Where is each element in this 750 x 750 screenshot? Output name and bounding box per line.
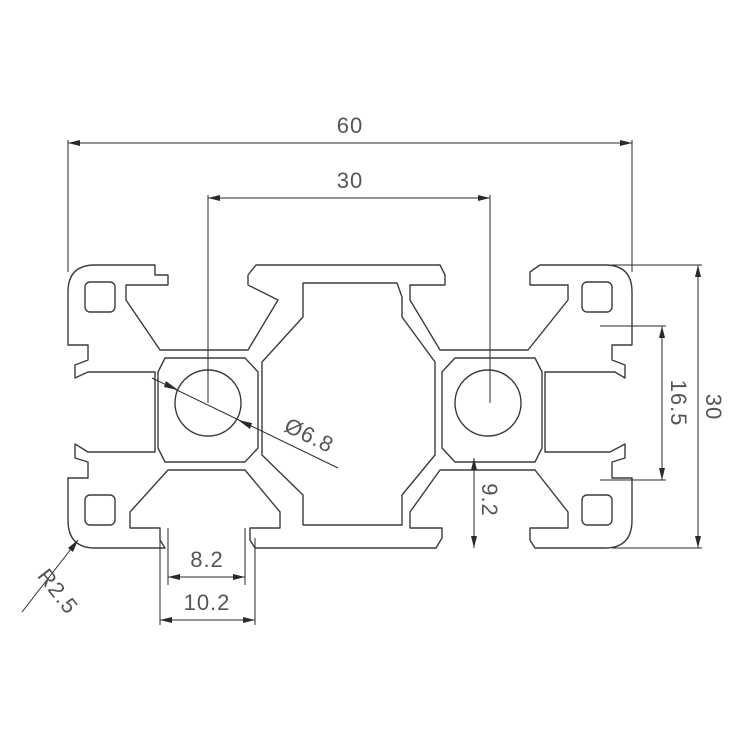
dimension-overall-width: 60 <box>67 113 633 272</box>
slot-inner-width-label: 8.2 <box>190 547 224 572</box>
corner-pocket-top-right <box>581 281 613 313</box>
dimension-center-offset: 9.2 <box>471 458 502 548</box>
slot-outer-width-label: 10.2 <box>184 590 231 615</box>
dimension-overall-height: 30 <box>612 264 726 549</box>
right-core <box>441 357 543 463</box>
corner-pocket-top-left <box>84 281 116 313</box>
inner-span-label: 16.5 <box>666 380 691 427</box>
dimension-hole-diameter: Ø6.8 <box>151 377 339 469</box>
outer-contour <box>67 264 633 549</box>
profile-outline <box>67 264 633 549</box>
dimension-hole-spacing: 30 <box>207 168 491 403</box>
dimension-slot-outer-width: 10.2 <box>159 538 256 625</box>
hole-spacing-label: 30 <box>337 168 363 193</box>
center-offset-label: 9.2 <box>477 483 502 517</box>
overall-width-label: 60 <box>337 113 363 138</box>
left-core <box>157 357 259 463</box>
right-bore <box>454 369 522 437</box>
corner-pocket-bottom-left <box>84 494 116 526</box>
corner-radius-label: R2.5 <box>33 564 84 619</box>
dimension-slot-inner-width: 8.2 <box>167 528 246 585</box>
overall-height-label: 30 <box>701 394 726 420</box>
dimension-inner-span: 16.5 <box>600 325 691 481</box>
hole-diameter-label: Ø6.8 <box>281 413 338 458</box>
center-cavity <box>261 282 436 526</box>
corner-pocket-bottom-right <box>581 494 613 526</box>
dimension-corner-radius: R2.5 <box>21 539 84 619</box>
